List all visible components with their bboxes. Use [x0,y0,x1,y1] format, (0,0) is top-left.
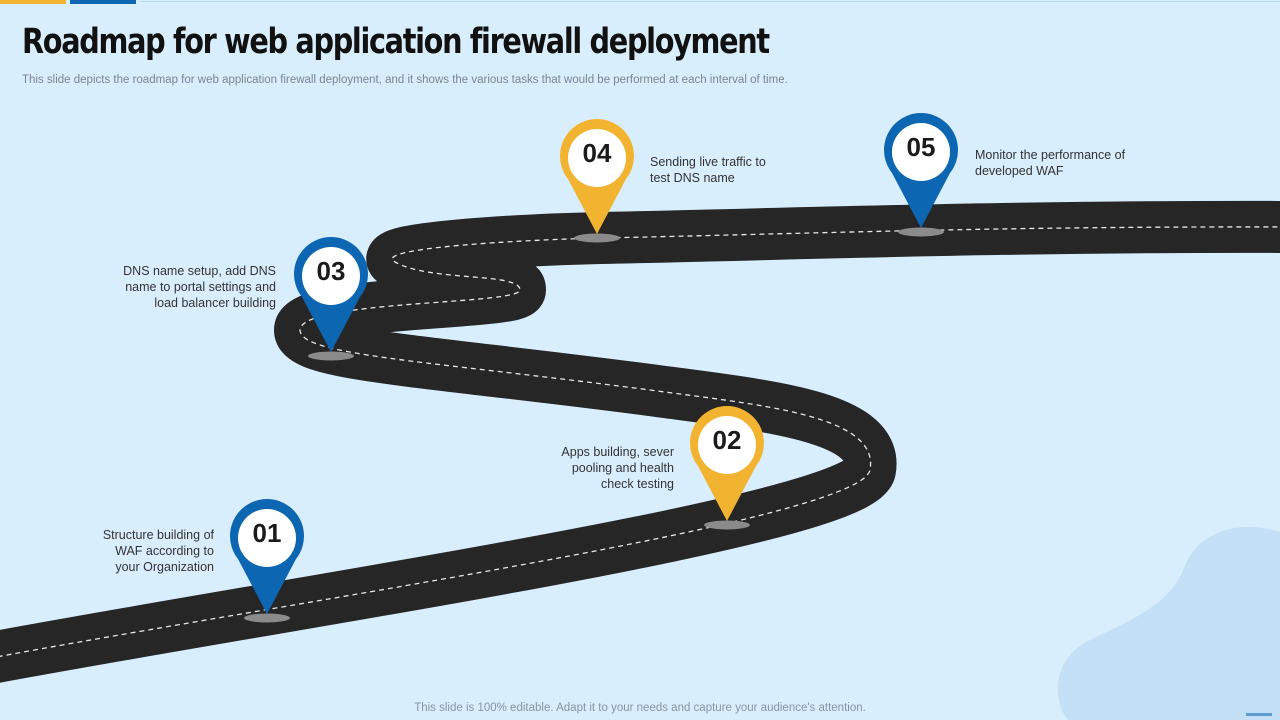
step-05-number: 05 [906,132,936,162]
map-pin-icon [294,237,368,361]
slide-subtitle: This slide depicts the roadmap for web a… [22,74,788,86]
step-03-pin-marker[interactable]: 03 [291,234,371,361]
step-01-pin-marker[interactable]: 01 [227,496,307,623]
step-04-description: Sending live traffic to test DNS name [650,155,766,185]
map-pin-icon [560,119,634,243]
step-02-pin-marker[interactable]: 02 [687,403,767,530]
accent-bar-blue [70,0,136,4]
step-03-number: 03 [316,256,346,286]
top-rule [140,1,1280,2]
map-pin-icon [230,499,304,623]
step-03-description: DNS name setup, add DNS name to portal s… [123,264,276,310]
map-pin-icon [690,406,764,530]
map-pin-icon [884,113,958,237]
slide-footer-note: This slide is 100% editable. Adapt it to… [414,702,866,714]
slide-title: Roadmap for web application firewall dep… [22,22,770,62]
step-04-pin-marker[interactable]: 04 [557,116,637,243]
step-05-pin-marker[interactable]: 05 [881,110,961,237]
step-04-number: 04 [582,138,612,168]
step-05-description: Monitor the performance of developed WAF [975,148,1126,178]
accent-bar-yellow [0,0,66,4]
step-01-number: 01 [252,518,282,548]
step-02-description: Apps building, sever pooling and health … [561,445,674,491]
corner-mark [1246,713,1272,716]
step-01-description: Structure building of WAF according to y… [102,528,214,574]
step-02-number: 02 [712,425,742,455]
